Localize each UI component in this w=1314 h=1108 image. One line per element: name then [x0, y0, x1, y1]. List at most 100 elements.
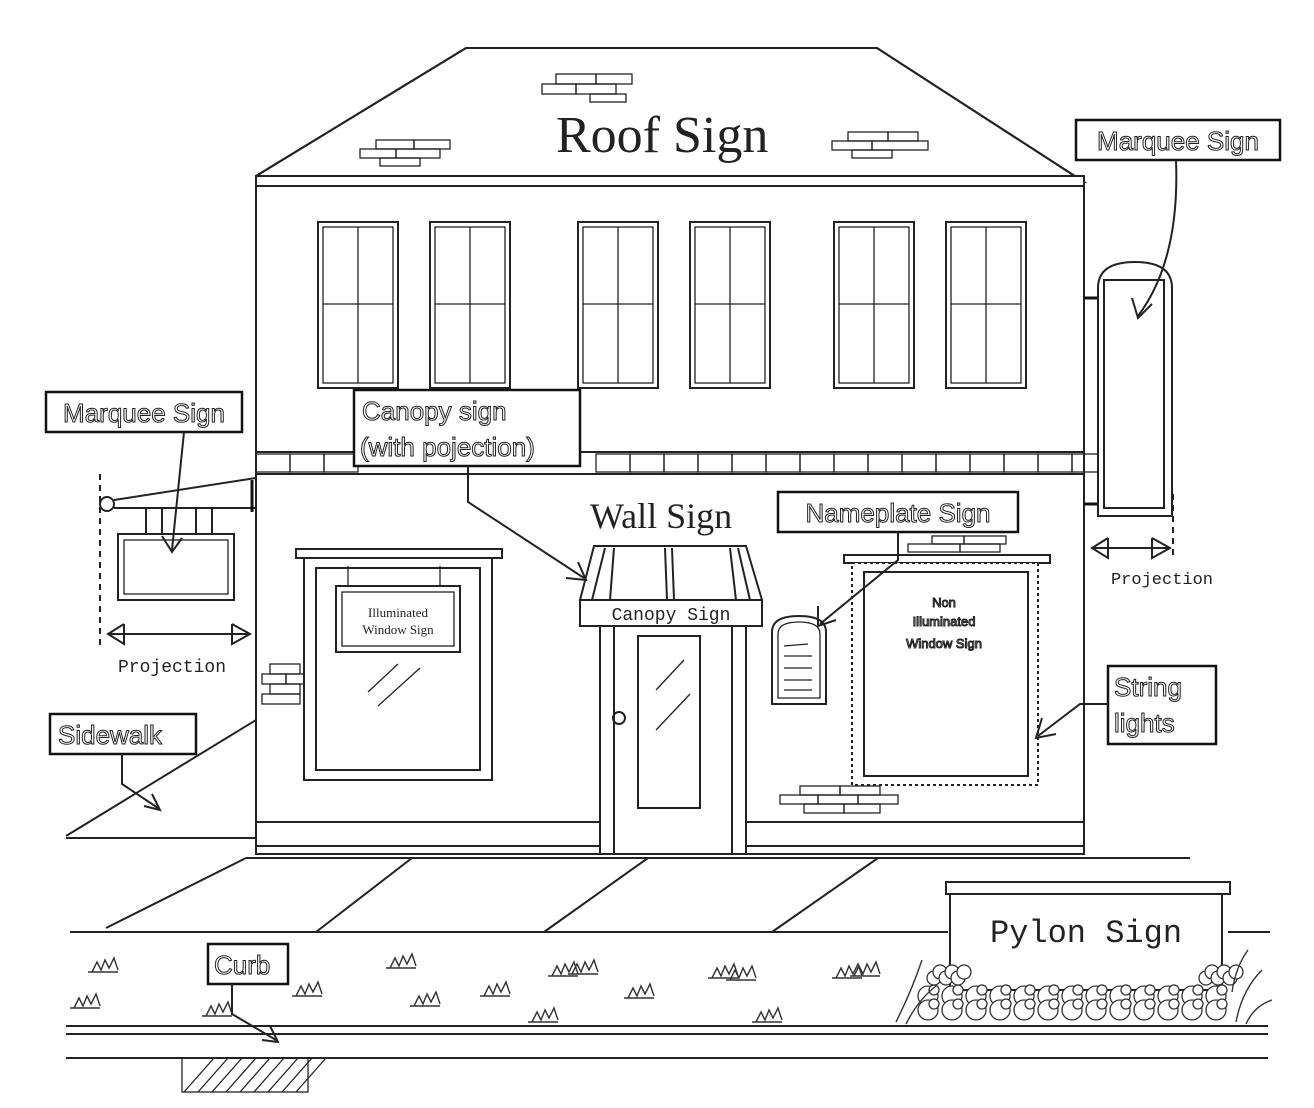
canopy: Canopy Sign — [578, 545, 764, 627]
upper-windows — [317, 221, 1027, 389]
canopy-projection-line2: (with pojection) — [360, 432, 535, 462]
curb-label: Curb — [214, 950, 270, 980]
grass-tuft — [202, 1000, 233, 1017]
nameplate-sign-label: Nameplate Sign — [806, 498, 991, 528]
grass-tuft — [832, 962, 863, 979]
shrub-bloom — [952, 998, 964, 1010]
grate-bar — [295, 1057, 327, 1093]
callout-curb: Curb — [206, 942, 290, 1044]
grate-bar — [211, 1057, 243, 1093]
grass-tuft — [88, 956, 119, 973]
roof-bricks-left — [359, 139, 451, 167]
sidewalk — [65, 719, 1270, 933]
shrub-bloom — [1168, 984, 1180, 996]
shrub-bloom — [1072, 998, 1084, 1010]
callout-marquee-right: Marquee Sign — [1074, 118, 1282, 320]
grass-tuft — [292, 980, 323, 997]
grass-tuft — [70, 992, 101, 1009]
shrub-bloom — [1144, 998, 1156, 1010]
shrub-bloom — [1096, 998, 1108, 1010]
roof-sign-label: Roof Sign — [556, 107, 768, 164]
curb — [66, 1025, 1268, 1093]
projection-left-label: Projection — [118, 658, 226, 678]
sidewalk-label: Sidewalk — [58, 720, 163, 750]
shrub-bloom — [1168, 998, 1180, 1010]
roof-bricks-top — [541, 73, 633, 103]
grass-tuft — [568, 958, 599, 975]
non-illuminated-line2: Illuminated — [913, 614, 976, 629]
shrub-bloom — [1096, 984, 1108, 996]
marquee-sign-right-label: Marquee Sign — [1097, 126, 1259, 156]
shrub-bloom — [976, 998, 988, 1010]
wall-sign-label: Wall Sign — [590, 496, 732, 536]
shrub-bloom — [1000, 984, 1012, 996]
shrub-bloom — [1216, 998, 1228, 1010]
grate-bar — [183, 1057, 215, 1093]
grass-tuft — [850, 960, 881, 977]
grass-tuft — [752, 1006, 783, 1023]
shrub-bloom — [1048, 984, 1060, 996]
shrub-bloom — [1048, 998, 1060, 1010]
illuminated-window-line2: Window Sign — [362, 622, 434, 637]
grass-tuft — [410, 990, 441, 1007]
shrub-bloom — [976, 984, 988, 996]
shrub-bloom — [1024, 998, 1036, 1010]
grass-tuft — [386, 952, 417, 969]
callout-nameplate: Nameplate Sign — [776, 490, 1020, 628]
pylon-sign: Pylon Sign — [895, 881, 1273, 1025]
grate-bar — [281, 1057, 313, 1093]
grate-bar — [225, 1057, 257, 1093]
shrub-bloom — [1120, 998, 1132, 1010]
grate-outline — [181, 1057, 309, 1093]
shrub-bloom — [1192, 984, 1204, 996]
shrub-bloom — [1120, 984, 1132, 996]
grass-tufts — [70, 952, 881, 1023]
canopy-sign-label: Canopy Sign — [612, 606, 731, 626]
right-vertical-marquee: Projection — [1084, 260, 1213, 590]
door — [599, 625, 747, 855]
non-illuminated-line3: Window Sign — [906, 636, 982, 651]
shrub-bloom — [1228, 964, 1244, 980]
grass-tuft — [624, 982, 655, 999]
shrub-bloom — [1192, 998, 1204, 1010]
grate-bar — [197, 1057, 229, 1093]
left-projecting-sign: Projection — [99, 474, 257, 678]
canopy-projection-line1: Canopy sign — [362, 396, 507, 426]
string-lights-line1: String — [1114, 672, 1182, 702]
shrub-bloom — [952, 984, 964, 996]
grate-bar — [253, 1057, 285, 1093]
grass-tuft — [480, 980, 511, 997]
nameplate-sign — [771, 614, 827, 705]
grate-bar — [239, 1057, 271, 1093]
grass-tuft — [528, 1006, 559, 1023]
grass-tuft — [708, 962, 739, 979]
wall-bricks-left — [261, 663, 305, 705]
left-display-window: Illuminated Window Sign — [295, 548, 503, 781]
non-illuminated-line1: Non — [932, 595, 956, 610]
roof: Roof Sign — [255, 47, 1088, 183]
projection-right-label: Projection — [1111, 571, 1213, 590]
grass-tuft — [726, 964, 757, 981]
shrub-bloom — [1000, 998, 1012, 1010]
callout-canopy-projection: Canopy sign (with pojection) — [352, 388, 588, 582]
shrub-bloom — [1024, 984, 1036, 996]
marquee-sign-left-label: Marquee Sign — [63, 398, 225, 428]
callout-string-lights: String lights — [1034, 664, 1218, 746]
grass-tuft — [548, 960, 579, 977]
shrub-bloom — [1144, 984, 1156, 996]
illuminated-window-line1: Illuminated — [368, 605, 428, 620]
callout-marquee-left: Marquee Sign — [44, 390, 244, 554]
shrub-bloom — [1072, 984, 1084, 996]
right-window-string-lights: Non Illuminated Window Sign — [843, 535, 1051, 786]
shrub-bloom — [956, 964, 972, 980]
wall-bricks-right — [779, 785, 899, 814]
grate-bar — [267, 1057, 299, 1093]
shrubs — [917, 964, 1244, 1021]
roof-bricks-right — [831, 131, 929, 159]
pylon-sign-label: Pylon Sign — [990, 915, 1182, 952]
drain-grate — [181, 1057, 327, 1093]
shrub-bloom — [928, 998, 940, 1010]
callout-sidewalk: Sidewalk — [48, 712, 198, 812]
string-lights-line2: lights — [1114, 708, 1175, 738]
